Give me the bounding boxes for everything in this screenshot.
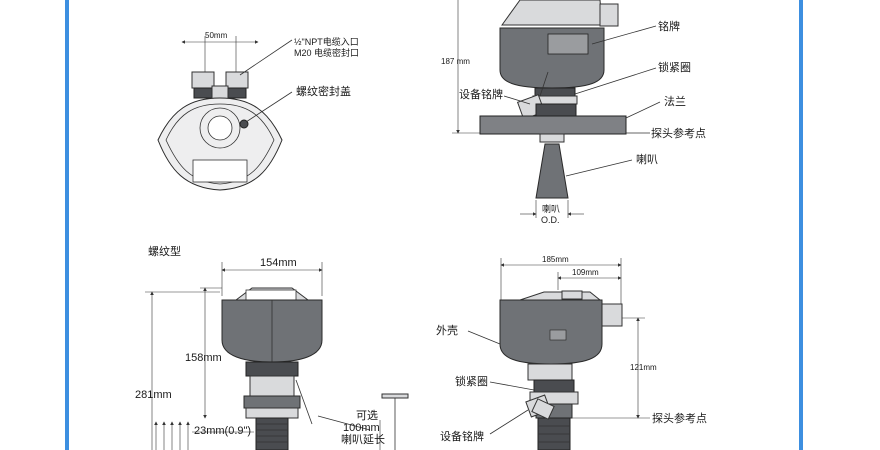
horn-label: 喇叭 [636, 152, 658, 166]
top-view-drawing [157, 36, 293, 191]
horn-od-label-1: 喇叭 [542, 203, 560, 214]
height-281-label: 281mm [135, 389, 172, 401]
width-109-label: 109mm [572, 268, 599, 277]
flange-version-drawing [452, 0, 661, 218]
extension-label-3: 喇叭延长 [341, 432, 385, 446]
housing-label: 外壳 [436, 323, 458, 337]
dim-50mm: 50mm [205, 31, 228, 40]
height-158-label: 158mm [185, 352, 222, 364]
m20-gland-label: M20 电缆密封口 [294, 47, 359, 58]
right-border [799, 0, 803, 450]
ref-point-label-top: 探头参考点 [651, 126, 706, 140]
lock-ring-label-top: 锁紧圈 [658, 60, 691, 74]
height-121-label: 121mm [630, 363, 657, 372]
ref-point-label-bottom: 探头参考点 [652, 411, 707, 425]
threaded-version-drawing [145, 262, 409, 450]
device-tag-label-bottom: 设备铭牌 [440, 429, 484, 443]
flange-label: 法兰 [664, 94, 686, 108]
height-187-label: 187 mm [441, 57, 470, 66]
device-tag-label-top: 设备铭牌 [459, 87, 503, 101]
side-view-drawing [467, 258, 650, 450]
nameplate-label: 铭牌 [658, 19, 680, 33]
thread-cap-label: 螺纹密封盖 [296, 84, 351, 98]
width-185-label: 185mm [542, 255, 569, 264]
npt-entry-label: ½"NPT电缆入口 [294, 36, 359, 47]
lock-ring-label-bottom: 锁紧圈 [455, 374, 488, 388]
width-154-label: 154mm [260, 257, 297, 269]
extension-label-1: 可选 [356, 409, 378, 422]
left-border [65, 0, 69, 450]
extension-label-2: 100mm [343, 422, 380, 434]
horn-od-label-2: O.D. [541, 215, 560, 225]
thread-length-label: 23mm(0.9") [194, 425, 251, 437]
threaded-section-title: 螺纹型 [148, 244, 181, 258]
